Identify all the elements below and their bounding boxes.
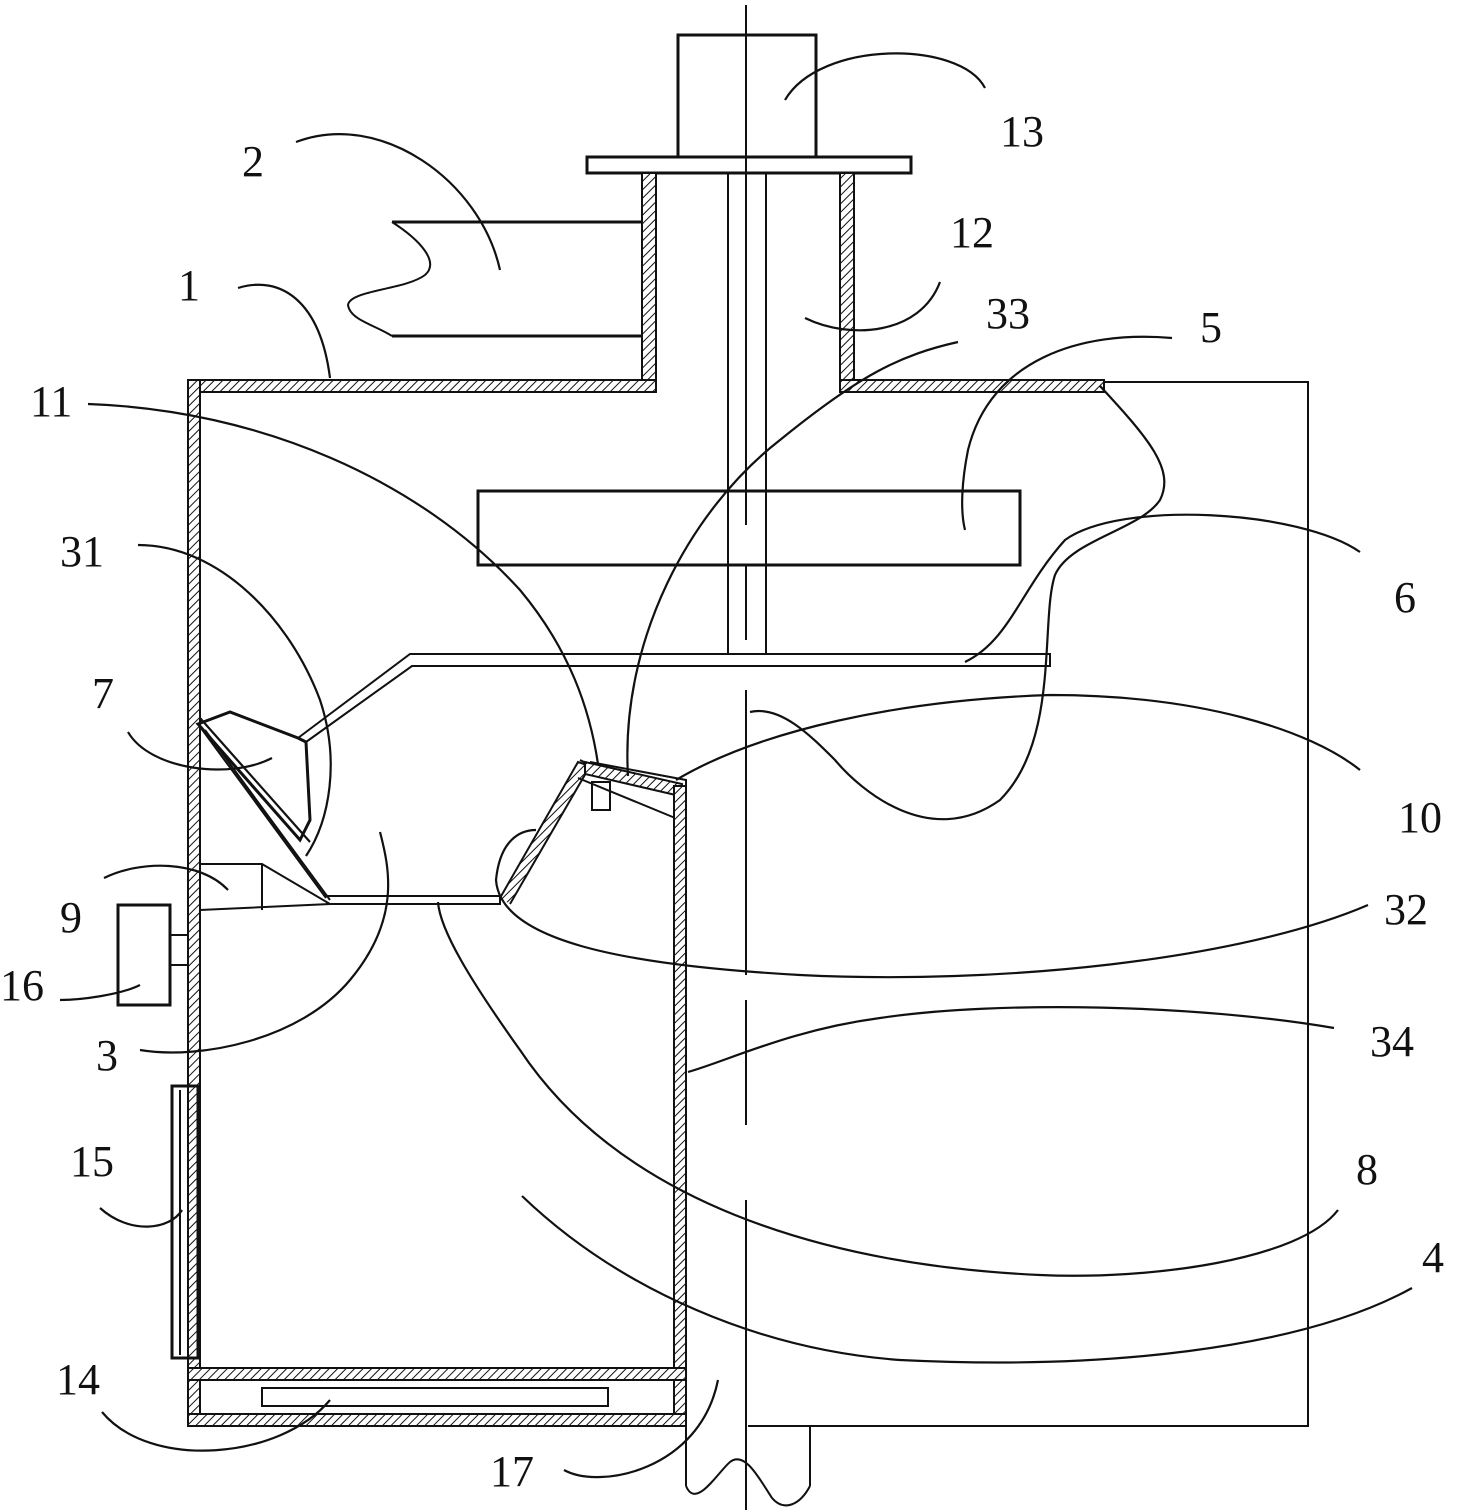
outlet-pipe-break — [685, 1458, 811, 1507]
label-15: 15 — [70, 1137, 114, 1186]
drive-shaft — [727, 173, 767, 655]
nozzle-body — [195, 710, 312, 843]
label-3: 3 — [96, 1031, 118, 1080]
label-31: 31 — [60, 527, 104, 576]
inclined-wall — [499, 760, 592, 905]
component-9 — [199, 863, 334, 911]
neck-wall-left — [641, 172, 657, 391]
leader-33 — [626, 340, 959, 777]
inlet-pipe — [392, 220, 642, 338]
nozzle-slope — [197, 723, 331, 901]
neck-wall-right — [839, 172, 855, 391]
component-16 — [116, 903, 172, 1007]
leader-31 — [137, 543, 332, 857]
leader-4 — [521, 1195, 1413, 1364]
leader-12 — [804, 281, 942, 332]
leader-7 — [127, 731, 273, 771]
guide-plate — [297, 653, 1051, 743]
cover-hatched — [584, 760, 684, 798]
outlet-pipe — [685, 1426, 811, 1486]
cover-lower-line — [577, 777, 681, 821]
label-33: 33 — [986, 289, 1030, 338]
partition-wall — [673, 785, 687, 1427]
leader-16 — [59, 984, 141, 1002]
label-16: 16 — [0, 961, 44, 1010]
leader-11 — [87, 402, 600, 765]
label-14: 14 — [56, 1355, 100, 1404]
label-8: 8 — [1356, 1145, 1378, 1194]
outer-casing — [748, 381, 1309, 1427]
shell-top-right — [839, 379, 1105, 393]
leader-14 — [101, 1399, 331, 1452]
label-17: 17 — [490, 1447, 534, 1496]
sight-window — [170, 1084, 200, 1360]
label-2: 2 — [242, 137, 264, 186]
bottom-plate — [187, 1367, 687, 1381]
label-10: 10 — [1398, 793, 1442, 842]
component-16-stem — [170, 934, 188, 966]
label-11: 11 — [30, 377, 72, 426]
motor-flange — [585, 155, 913, 175]
shell-top-left — [187, 379, 657, 393]
leader-1 — [237, 283, 332, 379]
inlet-pipe-break — [346, 221, 432, 337]
base-plate — [187, 1413, 687, 1427]
leader-34 — [687, 1006, 1335, 1074]
label-6: 6 — [1394, 573, 1416, 622]
heater-element — [261, 1387, 609, 1407]
leader-32 — [494, 828, 1369, 979]
leader-6 — [964, 513, 1361, 663]
nozzle-inner — [199, 717, 311, 843]
leader-8 — [436, 901, 1339, 1277]
label-12: 12 — [950, 208, 994, 257]
label-34: 34 — [1370, 1017, 1414, 1066]
cover-tab — [591, 781, 611, 811]
label-1: 1 — [178, 261, 200, 310]
leader-10b — [675, 693, 1361, 781]
leader-2 — [295, 133, 502, 271]
leader-13 — [784, 52, 986, 101]
label-13: 13 — [1000, 107, 1044, 156]
leader-9 — [103, 864, 229, 891]
leader-3 — [139, 831, 390, 1054]
impeller — [476, 489, 1022, 567]
leader-17 — [563, 1379, 720, 1479]
label-9: 9 — [60, 893, 82, 942]
leader-5 — [961, 335, 1173, 531]
leader-10 — [749, 385, 1166, 821]
label-32: 32 — [1384, 885, 1428, 934]
leader-15 — [99, 1207, 183, 1228]
label-7: 7 — [92, 669, 114, 718]
label-4: 4 — [1422, 1233, 1444, 1282]
label-5: 5 — [1200, 303, 1222, 352]
chamber-floor — [326, 895, 501, 905]
